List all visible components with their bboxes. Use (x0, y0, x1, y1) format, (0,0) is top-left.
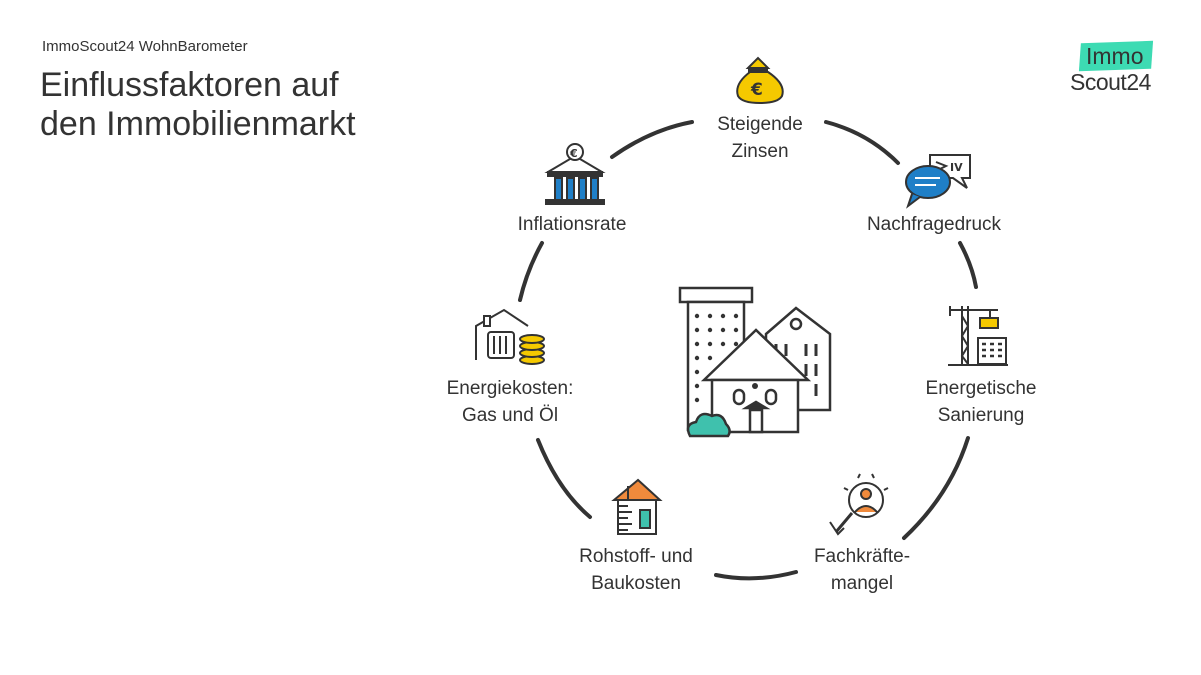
city-buildings-illustration (678, 286, 832, 438)
cycle-arcs (518, 120, 978, 581)
speech-bubbles-icon: IV (905, 154, 971, 209)
house-heater-coins-icon (475, 308, 545, 365)
svg-text:€: € (569, 147, 578, 160)
arc-rohstoff-energie (536, 438, 592, 519)
factor-label-line: Nachfragedruck (866, 214, 1002, 235)
factor-fachkraeftemangel: Fachkräfte- mangel (796, 543, 928, 597)
arc-zinsen-nachfrage (824, 120, 900, 165)
page-title: Einflussfaktoren auf den Immobilienmarkt (40, 66, 356, 144)
arc-nachfrage-sanierung (958, 241, 978, 289)
immoscout24-logo: Immo Scout24 (1068, 40, 1164, 98)
house-under-construction-icon (611, 478, 663, 535)
bank-euro-icon: € (544, 143, 606, 205)
worker-search-icon (829, 473, 889, 536)
factor-energetische-sanierung: Energetische Sanierung (908, 375, 1054, 429)
factor-label-line: Zinsen (731, 141, 789, 162)
factor-label-line: Rohstoff- und (579, 546, 693, 567)
factor-label-line: Baukosten (591, 573, 681, 594)
factor-steigende-zinsen: Steigende Zinsen (700, 111, 820, 165)
title-line-2: den Immobilienmarkt (40, 105, 356, 143)
factor-label-line: Steigende (717, 114, 803, 135)
arc-inflation-zinsen (610, 120, 694, 159)
logo-text-top: Immo (1086, 43, 1144, 69)
factor-nachfragedruck: Nachfragedruck (848, 211, 1020, 238)
arc-fachkraefte-rohstoff (714, 570, 798, 581)
arc-energie-inflation (518, 241, 544, 302)
report-subtitle: ImmoScout24 WohnBarometer (42, 38, 248, 55)
factor-label-line: Inflationsrate (517, 214, 627, 235)
factor-label-line: mangel (830, 573, 894, 594)
factor-inflationsrate: Inflationsrate (492, 211, 652, 238)
title-line-1: Einflussfaktoren auf (40, 66, 339, 104)
logo-text-bottom: Scout24 (1070, 69, 1151, 95)
factor-energiekosten: Energiekosten: Gas und Öl (424, 375, 596, 429)
factor-rohstoff-baukosten: Rohstoff- und Baukosten (556, 543, 716, 597)
factor-label-line: Gas und Öl (461, 405, 559, 426)
money-bag-euro-icon: € (736, 56, 784, 105)
svg-text:IV: IV (950, 161, 963, 174)
factor-label-line: Energetische (925, 378, 1037, 399)
factor-label-line: Energiekosten: (446, 378, 574, 399)
construction-crane-icon (948, 306, 1008, 366)
arc-sanierung-fachkraefte (902, 436, 970, 540)
factor-label-line: Sanierung (937, 405, 1025, 426)
factor-label-line: Fachkräfte- (813, 546, 911, 567)
svg-text:€: € (750, 80, 763, 100)
